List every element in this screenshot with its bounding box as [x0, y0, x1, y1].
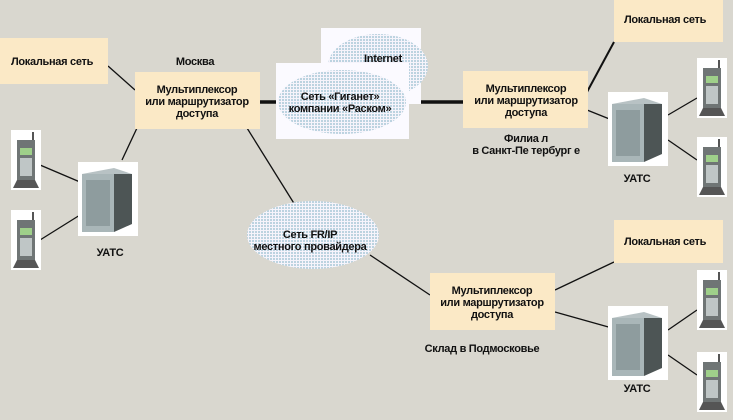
- frip-label-line: местного провайдера: [253, 241, 367, 253]
- mobile-phone-icon: [10, 209, 42, 271]
- warehouse-caption: Склад в Подмосковье: [425, 343, 540, 355]
- mobile-phone-icon: [696, 269, 728, 331]
- mux-label-line: или маршрутизатор: [440, 297, 544, 309]
- moscow-pbx-label: УАТС: [97, 247, 124, 259]
- warehouse-lan-box: Локальная сеть: [614, 220, 723, 263]
- mux-label-line: или маршрутизатор: [474, 95, 578, 107]
- mux-label-line: или маршрутизатор: [145, 96, 249, 108]
- mux-label-line: доступа: [505, 107, 548, 119]
- warehouse-pbx-label: УАТС: [624, 383, 651, 395]
- frip-label-line: Сеть FR/IP: [283, 229, 337, 241]
- mobile-phone-icon: [696, 351, 728, 413]
- mux-label-line: доступа: [176, 108, 219, 120]
- pbx-server-icon: [78, 162, 138, 236]
- moscow-lan-box: Локальная сеть: [0, 38, 108, 84]
- connections: [39, 41, 698, 376]
- internet-label: Internet: [364, 53, 403, 65]
- mux-label-line: Мультиплексор: [157, 84, 238, 96]
- mux-label-line: доступа: [471, 309, 514, 321]
- frip-cloud: Сеть FR/IP местного провайдера: [247, 201, 379, 269]
- pbx-server-icon: [608, 92, 668, 166]
- spb-caption-line: в Санкт-Пе тербург е: [472, 145, 580, 157]
- spb-lan-box: Локальная сеть: [614, 0, 723, 42]
- mux-label-line: Мультиплексор: [486, 83, 567, 95]
- mobile-phone-icon: [696, 57, 728, 119]
- giganet-label-line: Сеть «Гиганет»: [301, 91, 380, 103]
- warehouse-mux-box: Мультиплексор или маршрутизатор доступа: [430, 273, 555, 330]
- giganet-cloud: Сеть «Гиганет» компании «Раском»: [276, 63, 409, 139]
- spb-caption-line: Филиа л: [504, 133, 548, 145]
- pbx-server-icon: [608, 306, 668, 380]
- giganet-label-line: компании «Раском»: [289, 103, 392, 115]
- mobile-phone-icon: [696, 136, 728, 198]
- mux-label-line: Мультиплексор: [452, 285, 533, 297]
- moscow-mux-box: Мультиплексор или маршрутизатор доступа: [135, 72, 260, 129]
- moscow-city-label: Москва: [176, 56, 215, 68]
- mobile-phone-icon: [10, 129, 42, 191]
- warehouse-lan-label: Локальная сеть: [624, 236, 707, 248]
- spb-mux-box: Мультиплексор или маршрутизатор доступа: [463, 71, 588, 128]
- spb-pbx-label: УАТС: [624, 173, 651, 185]
- spb-lan-label: Локальная сеть: [624, 14, 707, 26]
- moscow-lan-label: Локальная сеть: [11, 56, 94, 68]
